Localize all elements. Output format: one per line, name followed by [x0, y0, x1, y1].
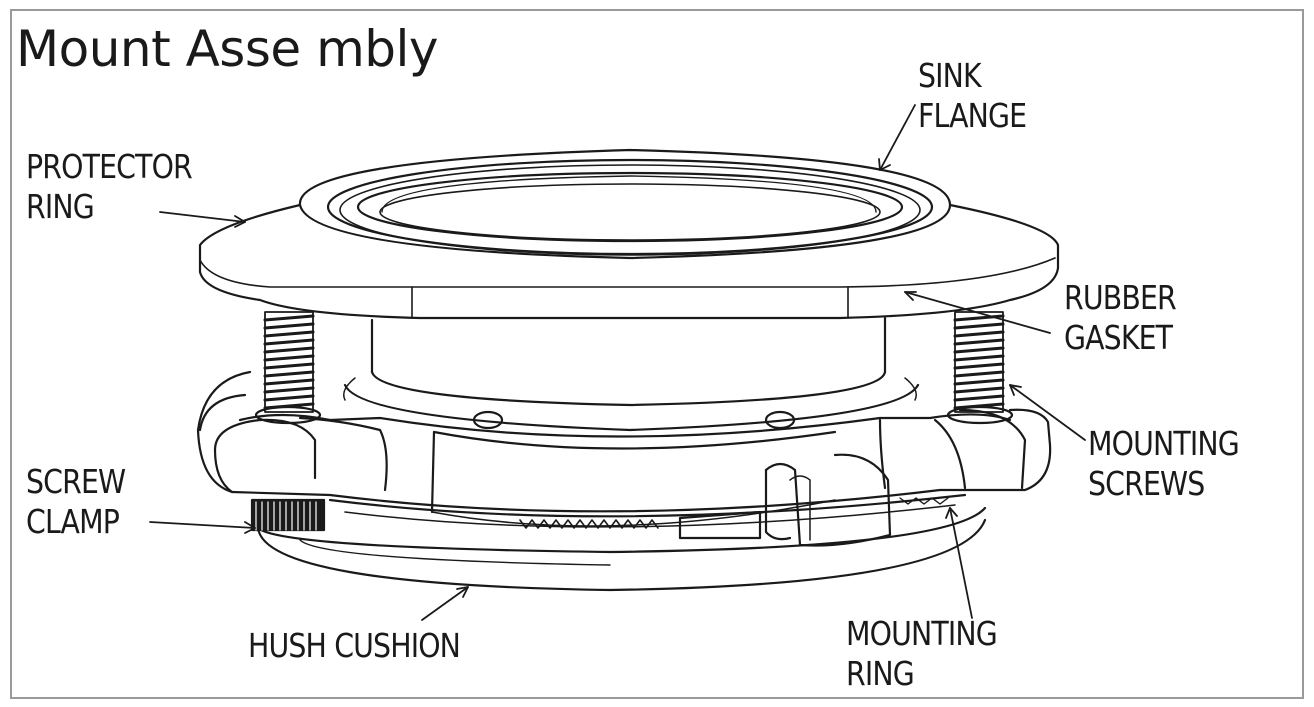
mounting-screw-right	[946, 311, 1014, 425]
sink-flange-shape	[298, 148, 952, 260]
label-line: CLAMP	[26, 502, 120, 541]
label-line: RING	[846, 654, 915, 693]
leader-rubber-gasket	[904, 291, 1051, 334]
leader-mounting-screws	[1009, 384, 1086, 441]
protector-ring-shape	[198, 203, 1060, 320]
label-line: GASKET	[1064, 318, 1173, 357]
sink-flange-body	[343, 316, 920, 432]
label-screw-clamp: SCREW CLAMP	[26, 462, 126, 542]
page-title: Mount Asse mbly	[16, 20, 439, 78]
label-line: RUBBER	[1064, 278, 1177, 317]
screw-clamp-knob	[250, 498, 326, 532]
label-line: RING	[26, 187, 95, 226]
label-rubber-gasket: RUBBER GASKET	[1064, 278, 1177, 358]
label-sink-flange: SINK FLANGE	[918, 56, 1027, 136]
diagram-frame	[10, 9, 1304, 699]
label-hush-cushion: HUSH CUSHION	[248, 626, 461, 666]
label-line: MOUNTING	[846, 614, 998, 653]
leader-mounting-ring	[949, 507, 973, 619]
leader-sink-flange	[879, 104, 916, 171]
label-line: SINK	[918, 56, 982, 95]
label-protector-ring: PROTECTOR RING	[26, 147, 193, 227]
bracket-body	[196, 370, 1052, 547]
label-line: MOUNTING	[1088, 424, 1240, 463]
leader-lines	[149, 104, 1086, 621]
label-line: HUSH CUSHION	[248, 626, 461, 665]
label-mounting-screws: MOUNTING SCREWS	[1088, 424, 1240, 504]
mounting-screw-left	[254, 311, 322, 425]
mounting-ring-shape	[328, 493, 967, 540]
label-line: SCREW	[26, 462, 126, 501]
leader-protector-ring	[159, 211, 246, 223]
label-line: SCREWS	[1088, 464, 1205, 503]
label-line: FLANGE	[918, 96, 1027, 135]
leader-screw-clamp	[149, 521, 256, 529]
leader-hush-cushion	[421, 586, 469, 621]
label-line: PROTECTOR	[26, 147, 193, 186]
label-mounting-ring: MOUNTING RING	[846, 614, 998, 694]
hush-cushion-shape	[256, 506, 987, 592]
